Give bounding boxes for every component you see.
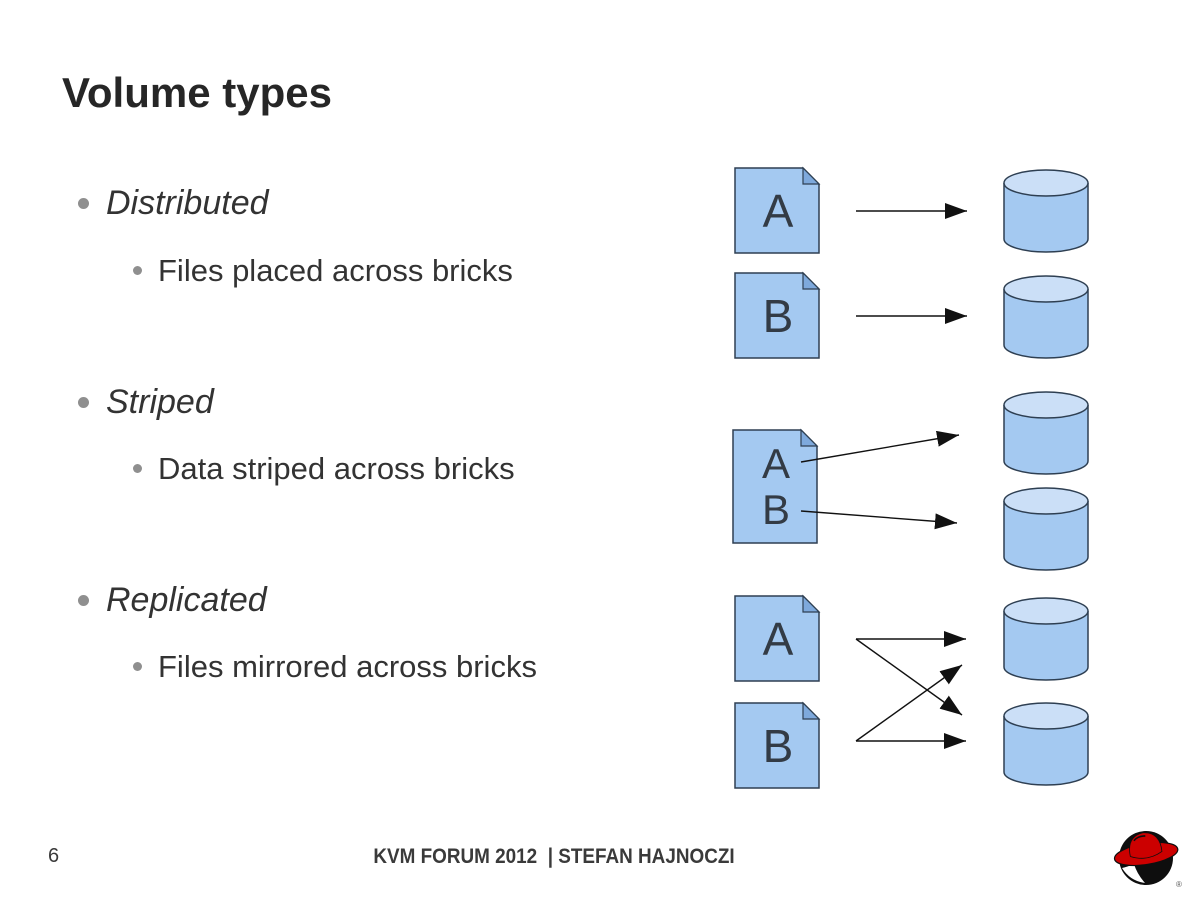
bullet-dot xyxy=(78,197,89,209)
bullet-item-striped: Striped xyxy=(78,382,214,423)
page-fold-icon xyxy=(800,428,819,447)
file-document-icon: B xyxy=(734,271,821,359)
file-document-icon: A B xyxy=(732,428,819,544)
page-number: 6 xyxy=(48,845,60,867)
brick-cylinder-icon xyxy=(1003,597,1089,681)
brick-cylinder-icon xyxy=(1003,702,1089,786)
bullet-label: Data striped across bricks xyxy=(158,451,515,486)
bullet-subitem-replicated: Files mirrored across bricks xyxy=(133,648,537,685)
slide-title: Volume types xyxy=(62,69,332,116)
file-document-icon: B xyxy=(734,701,821,789)
replica-label-a: A xyxy=(763,613,794,665)
file-document-icon: A xyxy=(734,166,821,254)
footer-text: KVM FORUM 2012 | STEFAN HAJNOCZI xyxy=(373,845,735,868)
bullet-dot xyxy=(133,662,142,672)
bullet-label: Files mirrored across bricks xyxy=(158,649,537,684)
bullet-dot xyxy=(78,594,89,606)
arrow-b-to-brick1-cross xyxy=(855,664,963,742)
replica-label-b: B xyxy=(763,720,794,772)
brick-cylinder-icon xyxy=(1003,391,1089,475)
bullet-label: Striped xyxy=(106,383,214,421)
bullet-dot xyxy=(133,266,142,276)
file-document-icon: A xyxy=(734,594,821,682)
bullet-label: Files placed across bricks xyxy=(158,253,513,288)
file-label-a: A xyxy=(763,185,794,237)
page-fold-icon xyxy=(802,271,821,290)
bullet-label: Distributed xyxy=(106,184,269,222)
striped-diagram: A B xyxy=(732,391,1089,571)
registered-mark: ® xyxy=(1176,880,1182,889)
shadowman-face xyxy=(1122,864,1145,883)
arrow-a-to-brick2-cross xyxy=(855,638,963,716)
bullet-subitem-striped: Data striped across bricks xyxy=(133,450,515,487)
brick-cylinder-icon xyxy=(1003,487,1089,571)
replicated-diagram: A B xyxy=(734,594,1089,789)
page-fold-icon xyxy=(802,594,821,613)
page-fold-icon xyxy=(802,701,821,720)
red-fedora-icon xyxy=(1113,832,1179,867)
stripe-label-b: B xyxy=(762,486,790,533)
distributed-diagram: A B xyxy=(734,166,1089,359)
brick-cylinder-icon xyxy=(1003,169,1089,253)
bullet-dot xyxy=(78,396,89,408)
arrow-stripe-b-to-brick xyxy=(800,510,958,530)
bullet-dot xyxy=(133,464,142,474)
arrow-stripe-a-to-brick xyxy=(800,430,960,463)
page-fold-icon xyxy=(802,166,821,185)
stripe-label-a: A xyxy=(762,440,790,487)
redhat-logo: ® xyxy=(1113,831,1182,889)
bullet-item-distributed: Distributed xyxy=(78,183,269,224)
bullet-label: Replicated xyxy=(106,581,267,619)
brick-cylinder-icon xyxy=(1003,275,1089,359)
bullet-item-replicated: Replicated xyxy=(78,580,267,621)
file-label-b: B xyxy=(763,290,794,342)
bullet-subitem-distributed: Files placed across bricks xyxy=(133,252,513,289)
